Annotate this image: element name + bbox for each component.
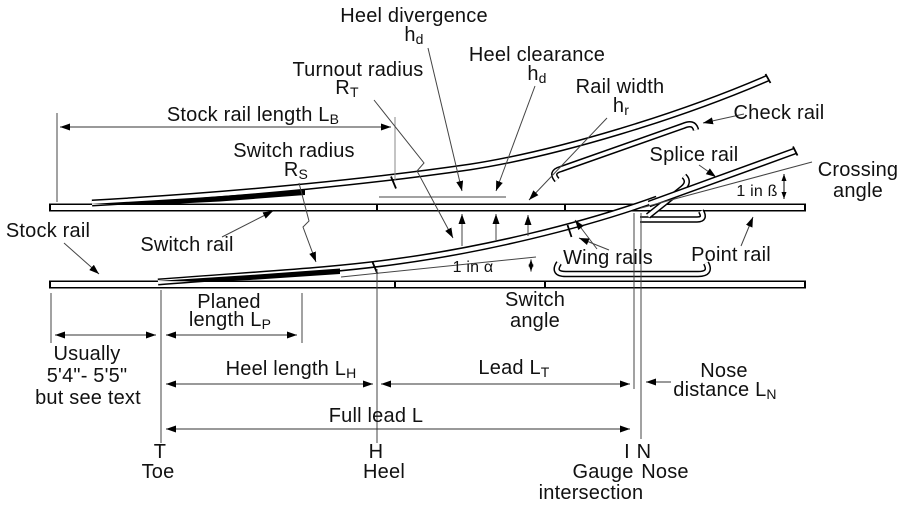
label-heel-clearance-symbol: hd (527, 63, 547, 86)
label-nose-distance-2: distance LN (673, 379, 777, 402)
leader-turnout-radius (373, 99, 454, 239)
leader-splice-rail (698, 164, 717, 178)
label-rail-width: Rail width (575, 76, 665, 98)
label-point-I: I (624, 441, 630, 463)
label-usual-note-1: Usually (53, 343, 121, 365)
switch-point-taper-top (90, 190, 305, 205)
label-heel-length: Heel length LH (225, 358, 357, 381)
label-check-rail: Check rail (733, 102, 825, 124)
label-stock-rail-length: Stock rail length LB (166, 104, 340, 127)
leader-switch-radius (298, 182, 317, 263)
label-point-N: N (636, 441, 652, 463)
label-full-lead: Full lead L (328, 405, 424, 427)
label-gauge-1: Gauge (572, 461, 634, 483)
label-crossing-angle-2: angle (833, 180, 883, 202)
leader-rail-width (528, 117, 608, 201)
label-stock-rail: Stock rail (5, 220, 91, 242)
rail-joints (49, 73, 806, 289)
switch-point-taper-bottom (156, 268, 340, 282)
label-heel-divergence-symbol: hd (404, 24, 424, 47)
label-switch-rail: Switch rail (140, 234, 234, 256)
leader-stock-rail (63, 242, 100, 275)
leader-check-rail (702, 113, 745, 125)
leader-arrows (63, 47, 754, 275)
splice-rail (647, 147, 797, 208)
leader-switch-rail (221, 210, 274, 238)
label-splice-rail: Splice rail (649, 144, 739, 166)
wing-rail-straight (640, 209, 707, 223)
label-toe: Toe (141, 461, 175, 483)
label-point-T: T (153, 441, 167, 463)
leader-wing-rails-2 (578, 237, 610, 251)
label-heel-clearance: Heel clearance (468, 44, 606, 66)
label-crossing-angle-1: Crossing (817, 159, 899, 181)
label-nose: Nose (641, 461, 689, 483)
label-nose-distance-1: Nose (700, 360, 748, 382)
label-turnout-radius-symbol: RT (335, 77, 359, 100)
label-switch-radius: Switch radius (233, 140, 355, 162)
leader-heel-clearance (495, 85, 536, 192)
label-usual-note-3: but see text (35, 387, 141, 409)
label-usual-note-2: 5'4"- 5'5" (46, 365, 128, 387)
label-heel: Heel (363, 461, 405, 483)
angle-lines (340, 161, 813, 278)
label-planed-length-2: length LP (188, 309, 272, 332)
label-crossing-slope: 1 in ß (736, 183, 778, 200)
label-wing-rails: Wing rails (563, 247, 653, 269)
construction-lines (50, 113, 642, 443)
guard-rail-bar (553, 261, 711, 278)
label-switch-angle-2: angle (510, 310, 560, 332)
label-planed-length-1: Planed (197, 291, 261, 313)
label-switch-slope: 1 in α (452, 259, 494, 276)
label-switch-radius-symbol: RS (283, 159, 309, 182)
label-turnout-radius: Turnout radius (292, 59, 424, 81)
label-point-H: H (368, 441, 384, 463)
label-switch-angle-1: Switch (504, 289, 566, 311)
label-point-rail: Point rail (691, 244, 771, 266)
label-heel-divergence: Heel divergence (340, 5, 488, 27)
label-gauge-2: intersection (538, 482, 644, 504)
check-rail-bar (551, 120, 700, 183)
dimension-arrows (55, 123, 671, 433)
label-rail-width-symbol: hr (612, 95, 630, 118)
leader-point-rail (740, 216, 754, 247)
switch-angle-line (340, 256, 537, 278)
label-lead: Lead LT (478, 357, 550, 380)
crossing-angle-line (640, 161, 813, 209)
leader-heel-divergence (427, 47, 464, 192)
upper-turnout-rail (91, 74, 770, 207)
